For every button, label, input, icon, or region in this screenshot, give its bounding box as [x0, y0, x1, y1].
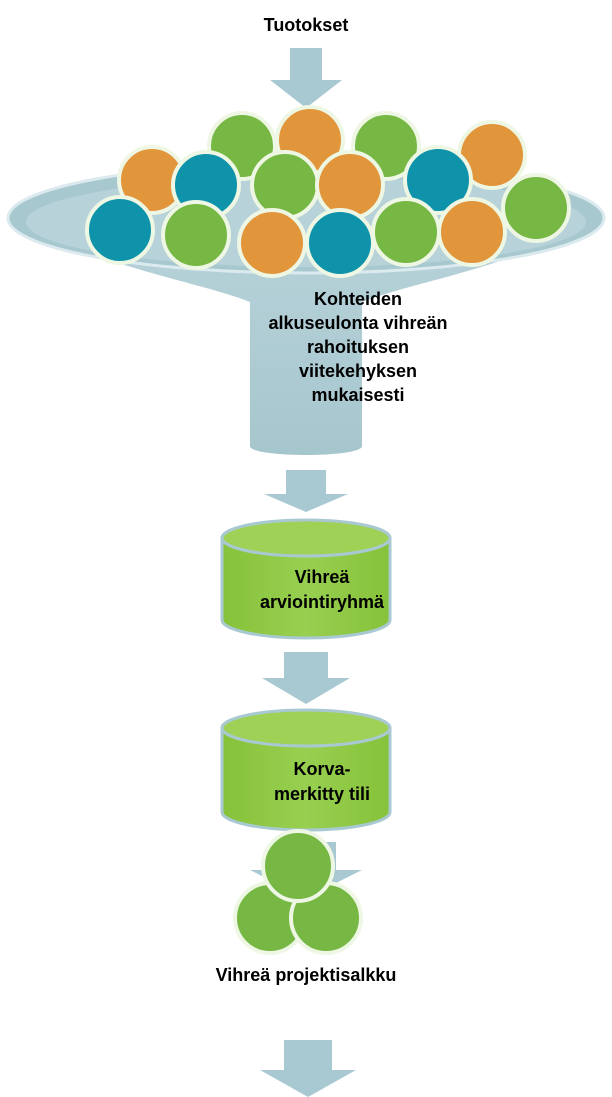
stage-1-label-line: Vihreä: [294, 567, 350, 587]
stage-2-label-line: merkitty tili: [273, 784, 371, 804]
ball-green: [501, 173, 571, 243]
ball-teal: [403, 145, 473, 215]
stage-1-label-line: arviointiryhmä: [259, 592, 385, 612]
arrow-down-icon: [260, 1040, 356, 1097]
ball-orange: [315, 150, 385, 220]
funnel-label-line: rahoituksen: [306, 337, 410, 357]
stage-2-label: Korva- merkitty tili: [232, 757, 412, 807]
arrow-down-icon: [262, 652, 350, 704]
ball-orange: [437, 197, 507, 267]
funnel-label-line: viitekehyksen: [298, 361, 418, 381]
cylinder-stage-1: [220, 518, 392, 640]
funnel-label-line: alkuseulonta vihreän: [268, 313, 448, 333]
ball-green: [161, 200, 231, 270]
arrow-down-icon: [264, 470, 348, 512]
funnel-balls: [85, 105, 571, 278]
stage-2-label-line: Korva-: [293, 759, 351, 779]
funnel-label-line: Kohteiden: [314, 289, 402, 309]
top-label: Tuotokset: [263, 15, 349, 35]
funnel-body: [12, 218, 600, 455]
ball-green: [250, 150, 320, 220]
funnel-label-line: mukaisesti: [311, 385, 405, 405]
portfolio-balls-icon: [233, 829, 363, 955]
bottom-label: Vihreä projektisalkku: [215, 965, 397, 985]
funnel-label: Kohteiden alkuseulonta vihreän rahoituks…: [248, 287, 468, 407]
ball-orange: [237, 208, 307, 278]
ball-teal: [85, 195, 155, 265]
ball-teal: [305, 208, 375, 278]
stage-1-label: Vihreä arviointiryhmä: [232, 565, 412, 615]
cylinder-stage-2: [220, 708, 392, 832]
ball-green: [371, 197, 441, 267]
arrow-down-icon: [270, 48, 342, 108]
